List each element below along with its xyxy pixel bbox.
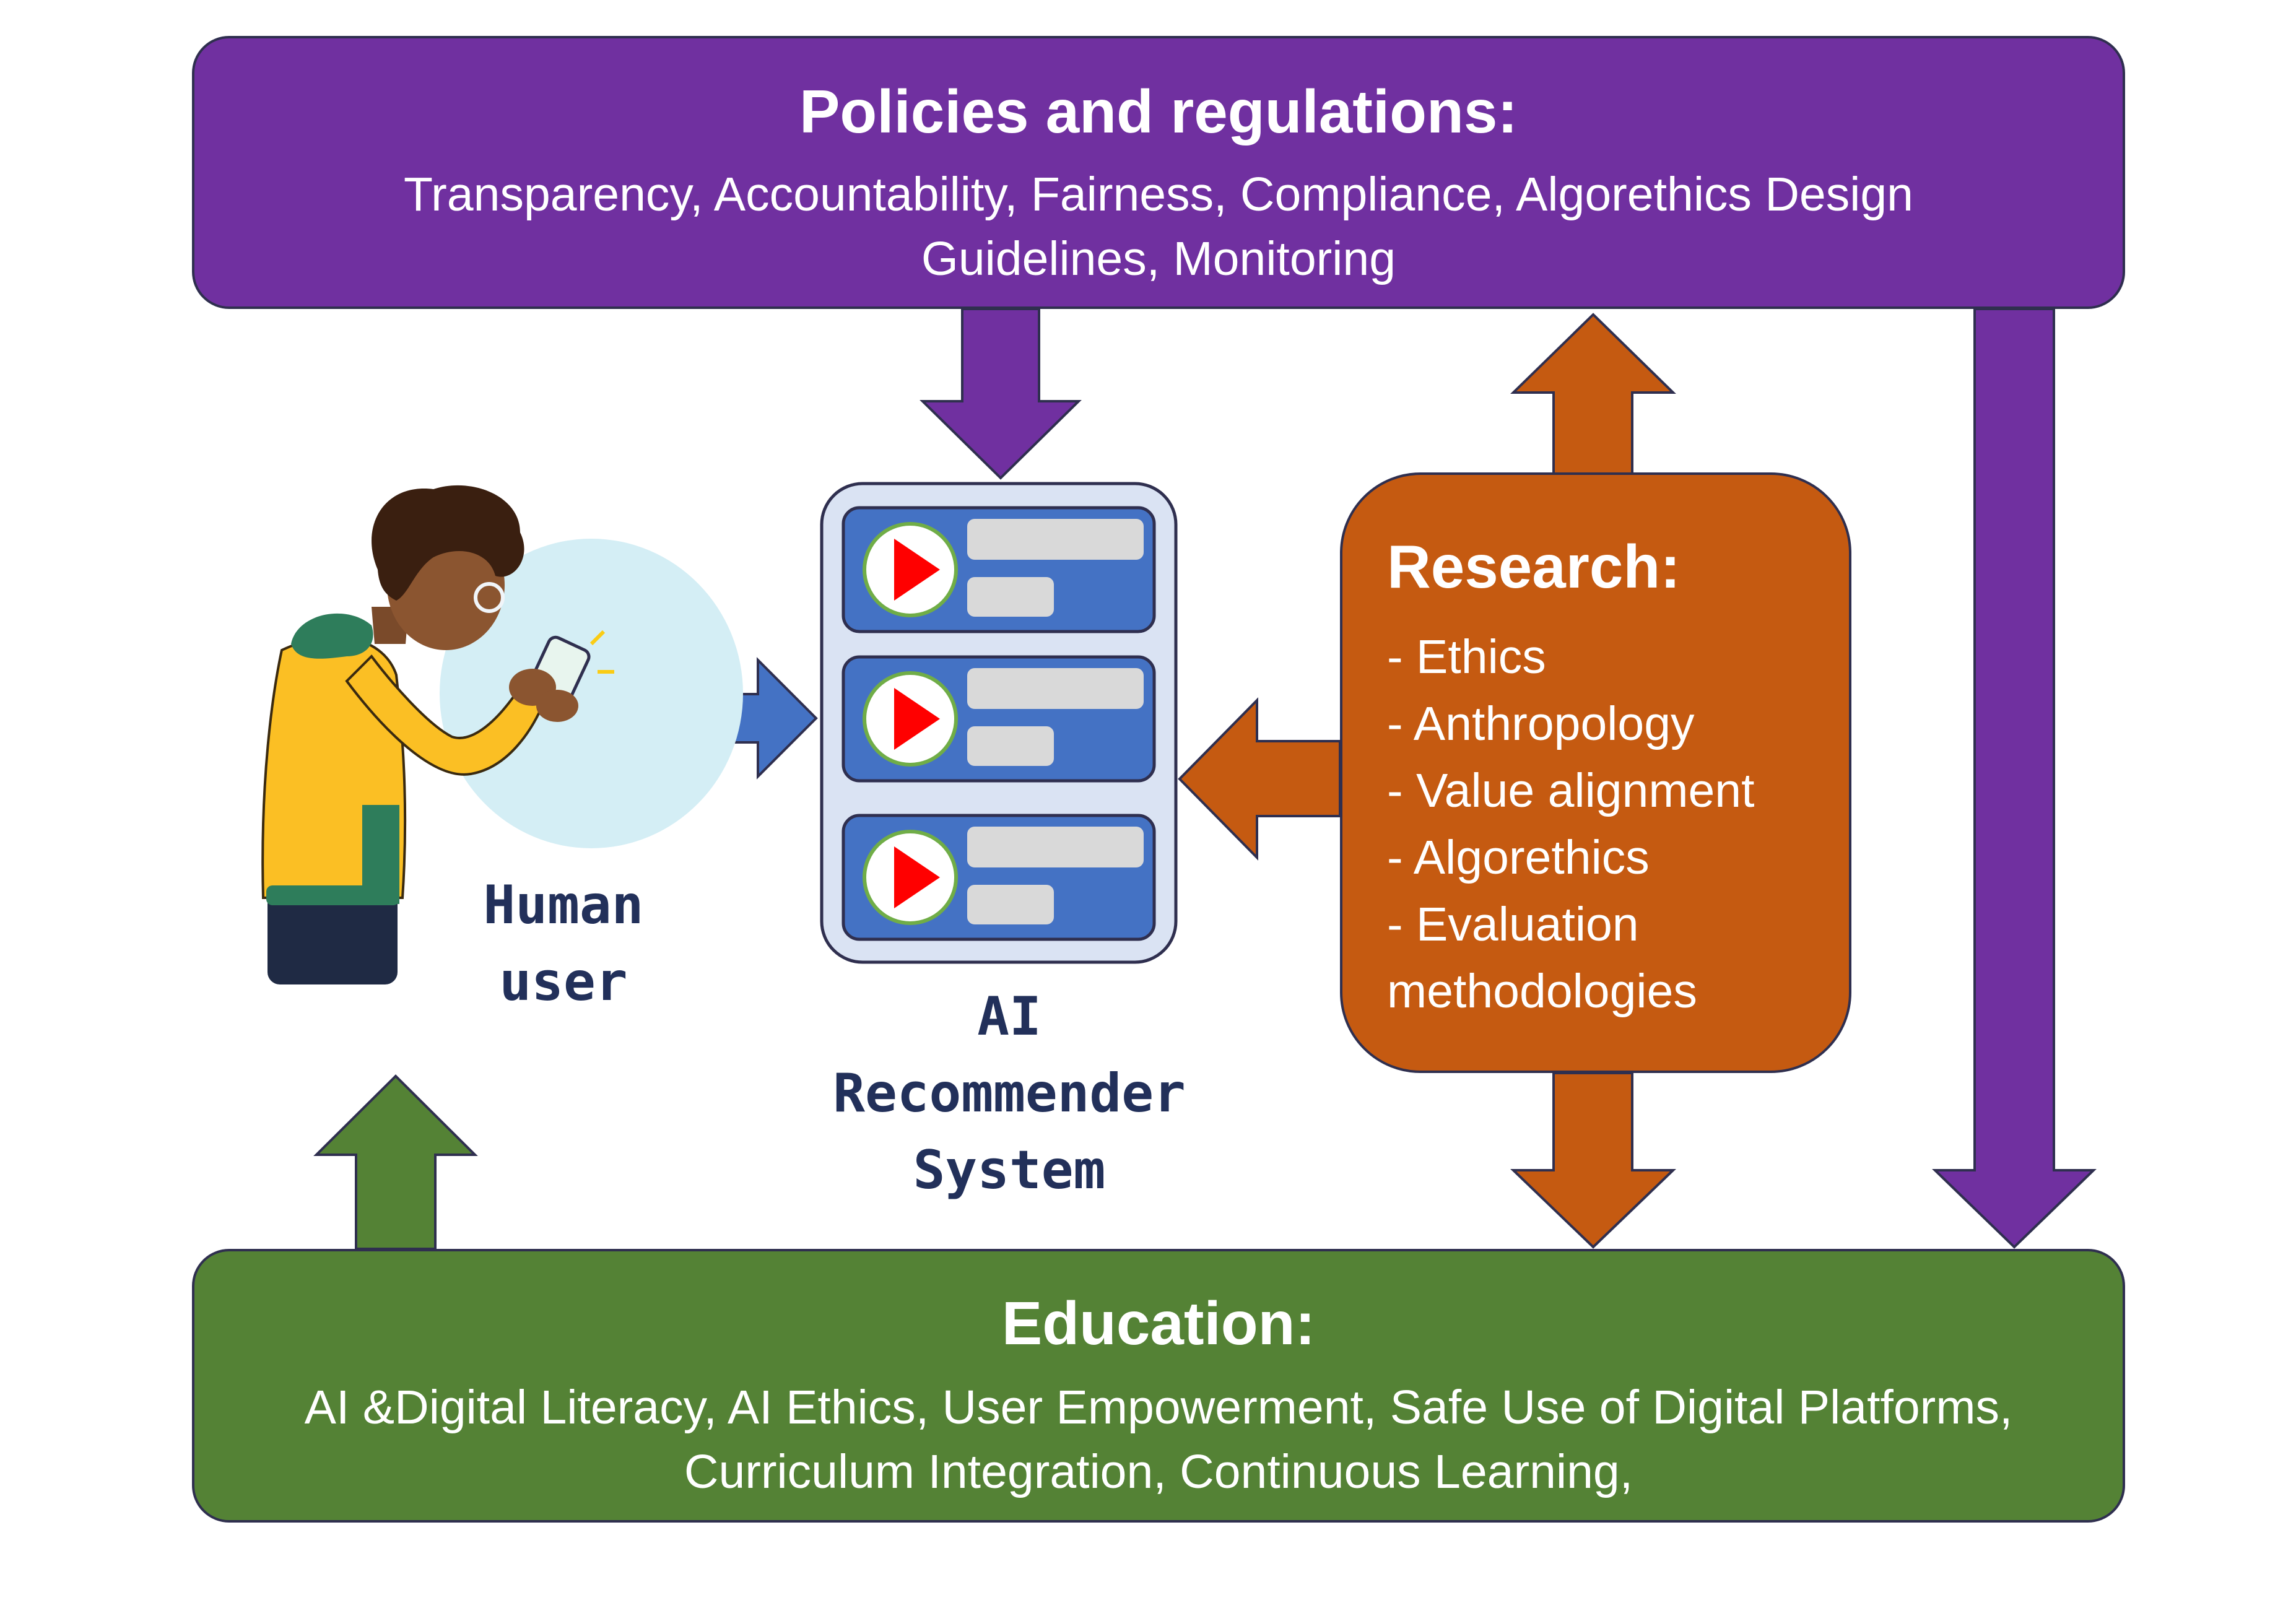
policies-to-recommender-arrow xyxy=(920,308,1082,480)
education-box: Education: AI &Digital Literacy, AI Ethi… xyxy=(192,1249,2125,1523)
research-item: - Evaluation xyxy=(1387,898,1639,951)
research-box: Research: - Ethics - Anthropology - Valu… xyxy=(1340,472,1851,1073)
recommender-label-line: AI xyxy=(977,986,1041,1048)
research-items: - Ethics - Anthropology - Value alignmen… xyxy=(1387,624,1755,1025)
recommender-system-illustration xyxy=(820,482,1178,964)
human-user-label: Human user xyxy=(446,867,681,1020)
recommendation-card xyxy=(841,506,1156,633)
research-item: - Ethics xyxy=(1387,630,1546,684)
research-item: methodologies xyxy=(1387,965,1697,1018)
research-to-recommender-arrow xyxy=(1178,697,1341,861)
recommendation-card xyxy=(841,814,1156,941)
recommendation-card xyxy=(841,655,1156,783)
recommender-label-line: System xyxy=(913,1139,1106,1201)
education-to-user-arrow xyxy=(313,1074,478,1250)
education-items-line: AI &Digital Literacy, AI Ethics, User Em… xyxy=(304,1381,2013,1434)
policies-box: Policies and regulations: Transparency, … xyxy=(192,36,2125,309)
research-to-education-arrow xyxy=(1510,1072,1676,1249)
research-item: - Value alignment xyxy=(1387,764,1755,817)
policies-items-line: Transparency, Accountability, Fairness, … xyxy=(403,168,1914,221)
recommender-system-label: AI Recommender System xyxy=(774,978,1245,1209)
policies-to-education-arrow xyxy=(1932,308,2097,1249)
person-with-phone-illustration xyxy=(261,485,743,984)
research-item: - Anthropology xyxy=(1387,697,1695,750)
research-item: - Algorethics xyxy=(1387,831,1650,884)
education-title: Education: xyxy=(1001,1289,1316,1357)
recommender-label-line: Recommender xyxy=(833,1063,1186,1124)
education-items: AI &Digital Literacy, AI Ethics, User Em… xyxy=(232,1375,2085,1504)
human-user-label-line: Human xyxy=(483,874,644,936)
education-items-line: Curriculum Integration, Continuous Learn… xyxy=(684,1445,1633,1498)
policies-items-line: Guidelines, Monitoring xyxy=(921,232,1396,285)
research-to-policies-arrow xyxy=(1510,313,1676,475)
research-title: Research: xyxy=(1387,532,1681,601)
policies-items: Transparency, Accountability, Fairness, … xyxy=(256,162,2061,291)
policies-title: Policies and regulations: xyxy=(799,77,1518,146)
human-user-label-line: user xyxy=(499,951,628,1013)
